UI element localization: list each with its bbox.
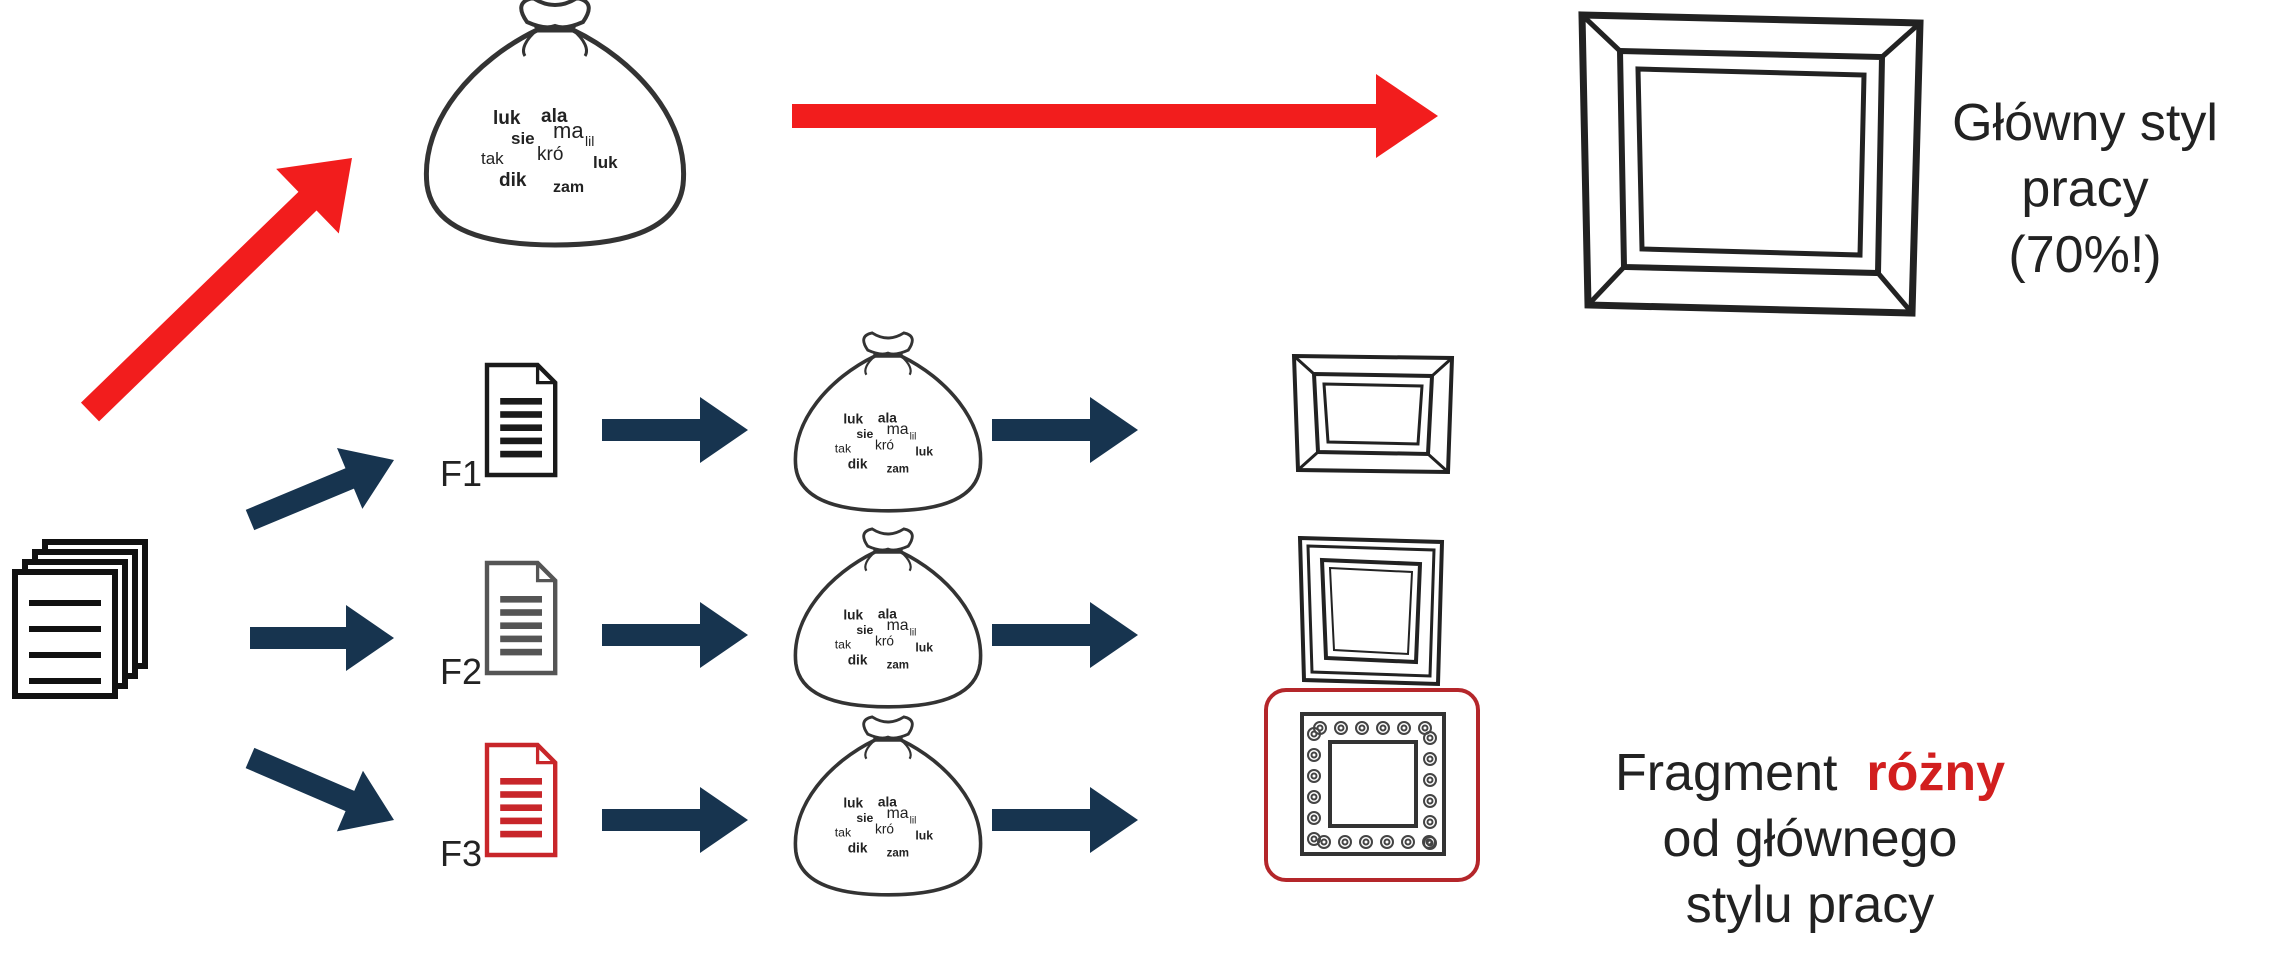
document-icon [487, 745, 555, 855]
frame-f2-icon [1300, 538, 1442, 684]
bag-word: zam [887, 464, 909, 476]
bag-word: lil [910, 628, 917, 639]
bag-word: luk [843, 608, 863, 623]
main-style-caption-line3: (70%!) [1920, 222, 2250, 288]
bag-word: dik [848, 840, 868, 855]
bag-word: sie [856, 811, 873, 825]
bag-word: luk [843, 412, 863, 427]
bag-word: dik [499, 170, 527, 191]
bag-word: zam [887, 660, 909, 672]
frame-f3-icon [1266, 690, 1478, 880]
bag-word: ma [887, 421, 909, 438]
bag-word: luk [915, 828, 933, 842]
fragment-arrows [237, 397, 1138, 853]
different-fragment-caption: Fragment różny od głównego stylu pracy [1550, 740, 2070, 938]
fragment-label-f2: F2 [440, 651, 482, 692]
document-icon [487, 563, 555, 673]
navy-arrow-bag-to-frame-2 [992, 602, 1138, 668]
bag-word: sie [511, 129, 535, 148]
red-arrow-to-bag [59, 126, 384, 445]
bag-word: lil [910, 432, 917, 443]
bag-word: luk [843, 796, 863, 811]
bag-word: tak [835, 637, 852, 651]
navy-arrow-to-f3 [237, 728, 407, 851]
bag-word: ma [887, 805, 909, 822]
different-fragment-caption-line3: stylu pracy [1550, 872, 2070, 938]
main-style-caption: Główny styl pracy (70%!) [1920, 90, 2250, 288]
navy-arrow-bag-to-frame-1 [992, 397, 1138, 463]
bag-word: kró [875, 634, 894, 649]
fragment-label-f1: F1 [440, 453, 482, 494]
bag-word: dik [848, 652, 868, 667]
bag-word: zam [887, 848, 909, 860]
main-style-frame-icon [1582, 15, 1920, 313]
bag-word: lil [910, 816, 917, 827]
bag-word: kró [537, 144, 563, 165]
bag-word: luk [915, 444, 933, 458]
bag-word: tak [835, 441, 852, 455]
bag-word: tak [481, 149, 504, 168]
navy-arrow-to-f1 [237, 430, 406, 551]
bag-word: tak [835, 825, 852, 839]
main-style-arrows [59, 74, 1438, 444]
bag-word: lil [585, 133, 594, 149]
red-arrow-to-frame [792, 74, 1438, 158]
bag-word: luk [593, 153, 618, 172]
navy-arrow-to-f2 [250, 605, 394, 671]
bag-word: dik [848, 456, 868, 471]
document-icon [487, 365, 555, 475]
bag-word: ma [553, 118, 584, 143]
different-word-highlight: różny [1866, 744, 2005, 802]
main-style-caption-line1: Główny styl [1920, 90, 2250, 156]
different-fragment-caption-line1: Fragment różny [1550, 740, 2070, 806]
fragment-word: Fragment [1615, 744, 1838, 802]
navy-arrow-doc-to-bag-3 [602, 787, 748, 853]
bag-word: sie [856, 623, 873, 637]
bag-word: zam [553, 179, 584, 196]
different-fragment-caption-line2: od głównego [1550, 806, 2070, 872]
navy-arrow-bag-to-frame-3 [992, 787, 1138, 853]
bag-word: luk [915, 640, 933, 654]
bag-word: sie [856, 427, 873, 441]
bag-word: ma [887, 617, 909, 634]
bag-word: luk [493, 108, 521, 129]
navy-arrow-doc-to-bag-1 [602, 397, 748, 463]
bag-word: kró [875, 438, 894, 453]
main-style-caption-line2: pracy [1920, 156, 2250, 222]
document-stack-icon [15, 542, 145, 696]
fragment-label-f3: F3 [440, 833, 482, 874]
bag-word: kró [875, 822, 894, 837]
frame-f1-icon [1294, 356, 1452, 472]
navy-arrow-doc-to-bag-2 [602, 602, 748, 668]
